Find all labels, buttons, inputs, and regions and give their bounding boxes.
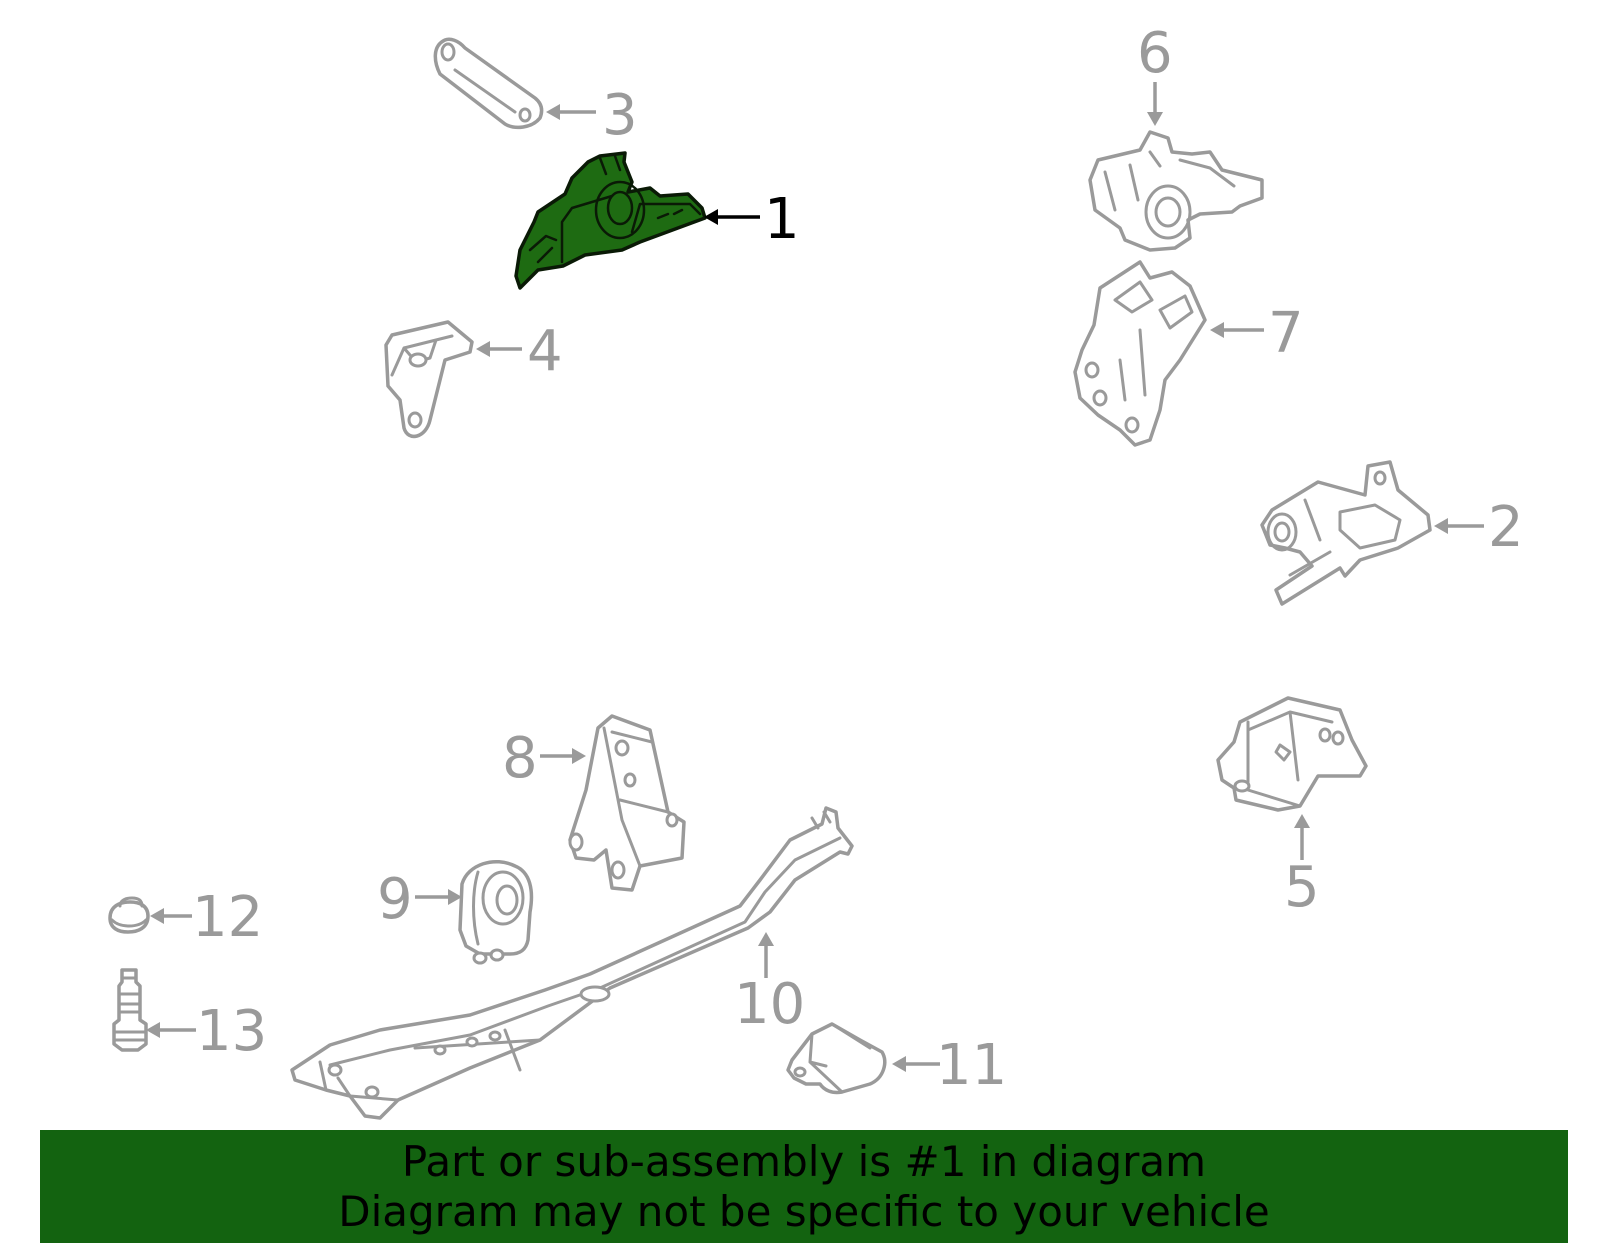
callout-number-7: 7	[1268, 301, 1304, 366]
callout-number-10: 10	[734, 972, 805, 1037]
part-10-crossmember[interactable]	[290, 806, 854, 1120]
callout-number-2: 2	[1488, 495, 1524, 560]
part-6-mount[interactable]	[1088, 130, 1264, 252]
part-3-bracket[interactable]	[433, 37, 544, 130]
callout-number-4: 4	[527, 319, 563, 384]
callout-number-1: 1	[764, 187, 800, 252]
part-8-bracket[interactable]	[568, 714, 686, 892]
part-7-bracket[interactable]	[1073, 260, 1207, 447]
part-2-mount[interactable]	[1260, 460, 1432, 606]
part-11-stopper[interactable]	[786, 1022, 887, 1095]
callout-number-13: 13	[196, 999, 267, 1064]
part-12-nut[interactable]	[108, 896, 150, 934]
callout-number-5: 5	[1284, 855, 1320, 920]
callout-number-6: 6	[1137, 21, 1173, 86]
part-13-bolt[interactable]	[112, 968, 148, 1052]
part-4-bracket[interactable]	[384, 320, 474, 439]
callout-arrows	[146, 82, 1484, 1072]
info-banner: Part or sub-assembly is #1 in diagram Di…	[40, 1130, 1568, 1243]
callout-number-8: 8	[502, 726, 538, 791]
part-1-engine-mount-highlighted[interactable]	[514, 151, 707, 290]
part-5-bracket[interactable]	[1216, 696, 1368, 812]
callout-number-9: 9	[377, 867, 413, 932]
callout-number-11: 11	[936, 1033, 1007, 1098]
banner-line-1: Part or sub-assembly is #1 in diagram	[401, 1136, 1207, 1186]
callout-number-12: 12	[192, 885, 263, 950]
callout-number-3: 3	[602, 83, 638, 148]
banner-line-2: Diagram may not be specific to your vehi…	[338, 1186, 1270, 1236]
part-9-mount[interactable]	[458, 860, 534, 965]
